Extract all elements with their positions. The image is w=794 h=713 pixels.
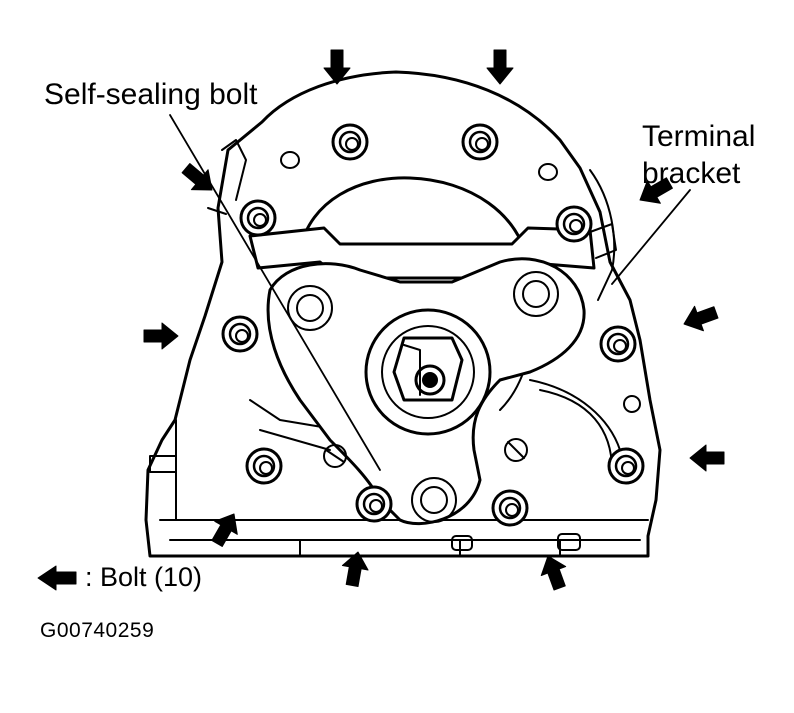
bolt-icon xyxy=(555,205,593,243)
terminal-bracket-label-line1: Terminal xyxy=(642,120,756,153)
bolt-icon xyxy=(461,123,499,161)
pump-plate xyxy=(266,257,586,526)
bolt-arrow-icon xyxy=(540,555,567,591)
bolt-arrow-icon xyxy=(181,163,213,191)
bolt-arrow-icon xyxy=(683,305,719,332)
bolt-icon xyxy=(221,315,259,353)
bolt-arrow-icon xyxy=(689,444,725,472)
bolt-arrows-group xyxy=(143,49,725,591)
terminal-bracket-leader xyxy=(611,189,691,285)
bolts-group xyxy=(221,123,645,527)
self-sealing-bolt-label: Self-sealing bolt xyxy=(44,78,258,111)
bolt-icon xyxy=(331,123,369,161)
bolt-icon xyxy=(599,325,637,363)
bolt-icon xyxy=(607,447,645,485)
bolt-arrow-icon xyxy=(486,49,514,85)
figure-code: G00740259 xyxy=(40,619,155,642)
bolt-arrow-icon xyxy=(639,177,673,204)
bolt-arrow-icon xyxy=(143,322,179,350)
terminal-bracket-label: Terminal bracket xyxy=(642,118,755,192)
terminal-bracket-label-line2: bracket xyxy=(642,157,741,190)
bolt-icon xyxy=(239,199,277,237)
bolt-icon xyxy=(245,447,283,485)
legend-bolt-arrow-icon xyxy=(37,565,77,591)
bolt-icon xyxy=(491,489,529,527)
bolt-arrow-icon xyxy=(211,513,238,547)
bolt-arrow-icon xyxy=(341,551,369,588)
bolt-icon xyxy=(355,485,393,523)
legend-bolt-label: : Bolt (10) xyxy=(85,562,203,592)
bolt-arrow-icon xyxy=(323,49,351,85)
case-outline xyxy=(144,70,662,558)
